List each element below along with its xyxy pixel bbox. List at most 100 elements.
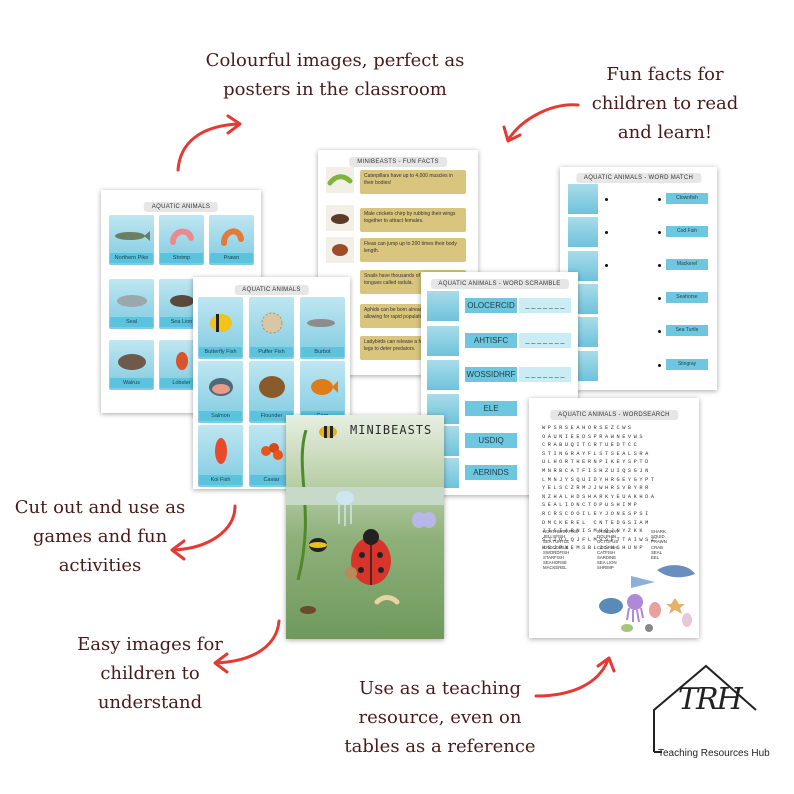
callout-line: activities <box>58 555 142 576</box>
word-item: SARDINE <box>597 555 617 561</box>
card-label: Walrus <box>110 378 153 388</box>
callout-line: Use as a teaching <box>358 678 522 699</box>
match-dot[interactable] <box>658 330 661 333</box>
answer-field[interactable]: _ _ _ _ _ _ _ <box>519 367 571 382</box>
flounder-icon <box>258 376 285 399</box>
walrus-icon <box>117 354 146 370</box>
word-item: SQUID <box>651 534 665 540</box>
animal-card[interactable]: Seal <box>109 279 154 329</box>
jellyfish-icon <box>336 491 354 526</box>
scrambled-word: AERINDS <box>465 465 517 480</box>
card-label: Salmon <box>199 411 242 421</box>
word-item: SEAL <box>651 549 662 555</box>
answer-field[interactable]: _ _ _ _ _ _ _ <box>519 298 571 313</box>
grid-row: LMNJYSQUIDYHRGEYGYPT <box>542 476 657 483</box>
word-item: CRAB <box>651 544 663 550</box>
scrambled-word: WOSSIDHRF <box>465 367 517 382</box>
grid-row: NZHALHDSHARKYEUAKHDA <box>542 493 657 500</box>
animal-card[interactable]: Puffer Fish <box>249 297 294 359</box>
animal-card[interactable]: Burbot <box>300 297 345 359</box>
koi-fish-icon <box>214 438 227 465</box>
animal-card[interactable]: Carp <box>300 361 345 423</box>
puffer-fish-icon <box>261 312 282 334</box>
water-band <box>286 487 444 505</box>
seahorse-icon <box>568 184 598 214</box>
callout-fun-facts: Fun facts for children to read and learn… <box>580 60 750 147</box>
logo-monogram: TRH <box>678 682 743 717</box>
word-list-col3: SHARK SQUID PRAWN CRAB SEAL EEL <box>651 529 667 560</box>
word-item: PRAWN <box>651 539 667 545</box>
wordsearch-grid[interactable]: WPSRSEAHORSEZCWS OAUNIEEDSPRAWNEVWS CRAB… <box>542 424 692 553</box>
callout-posters: Colourful images, perfect as posters in … <box>200 46 470 104</box>
card-label: Koi Fish <box>199 475 242 485</box>
grid-row: HSJPNEMSBLJSHSHUNP <box>542 545 646 552</box>
grid-row: OAUNIEEDSPRAWNEVWS <box>542 433 646 440</box>
shrimp-icon <box>169 228 194 245</box>
callout-line: children to read <box>591 93 739 114</box>
fact-item: Fleas can jump up to 200 times their bod… <box>360 238 466 262</box>
prawn-icon <box>220 228 244 246</box>
burbot-icon <box>306 319 335 328</box>
card-label: Shrimp <box>160 253 203 263</box>
word-item: COD FISH <box>597 544 618 550</box>
match-dot[interactable] <box>605 198 608 201</box>
animal-card[interactable]: Butterfly Fish <box>198 297 243 359</box>
match-dot[interactable] <box>658 198 661 201</box>
card-label: Sea Lion <box>160 317 203 327</box>
grid-row: SEALIONCTOPUSHIMP <box>542 502 640 509</box>
callout-line: understand <box>97 692 203 713</box>
match-name: Mackerel <box>666 259 708 270</box>
flea-icon <box>326 237 354 263</box>
match-dot[interactable] <box>658 231 661 234</box>
grid-row: DMCKEREL CNTEDGSIAM <box>542 519 651 526</box>
salmon-icon <box>208 378 233 397</box>
scrambled-word: AHTISFC <box>465 333 517 348</box>
match-dot[interactable] <box>658 364 661 367</box>
caterpillar-icon <box>326 167 354 193</box>
card-label: Flounder <box>250 411 293 421</box>
animal-card[interactable]: Walrus <box>109 340 154 390</box>
sheet-title: AQUATIC ANIMALS - WORDSEARCH <box>550 410 678 420</box>
callout-line: and learn! <box>617 122 713 143</box>
callout-line: posters in the classroom <box>223 79 447 100</box>
grid-row: JISIARNISMUQJNYZKK <box>542 528 646 535</box>
grid-row: CRABUQITCRTUEDTCC <box>542 442 640 449</box>
bumblebee-icon <box>309 538 327 552</box>
match-name: Seahorse <box>666 292 708 303</box>
callout-line: resource, even on <box>358 707 522 728</box>
butterfly-icon <box>412 512 436 528</box>
animal-card[interactable]: Salmon <box>198 361 243 423</box>
lobster-icon <box>175 352 188 370</box>
animal-card[interactable]: Flounder <box>249 361 294 423</box>
ladybird-icon <box>351 529 391 585</box>
answer-field[interactable]: _ _ _ _ _ _ _ <box>519 333 571 348</box>
animal-card[interactable]: Koi Fish <box>198 425 243 487</box>
callout-easy-images: Easy images for children to understand <box>55 630 245 717</box>
sheet-title: AQUATIC ANIMALS - WORD SCRAMBLE <box>430 279 569 289</box>
grid-row: RCRSCOOILEYJONESPSI <box>542 510 651 517</box>
minibeasts-cover: MINIBEASTS <box>286 415 444 639</box>
grid-row: WPSRSEAHORSEZCWS <box>542 425 634 431</box>
grid-row: STINGRAYFLSTSEALSRA <box>542 450 651 457</box>
curved-arrow-icon <box>213 619 281 674</box>
bee-icon <box>319 426 337 438</box>
callout-line: Colourful images, perfect as <box>205 50 465 71</box>
fact-item: Caterpillars have up to 4,000 muscles in… <box>360 170 466 194</box>
cover-title: MINIBEASTS <box>350 423 433 437</box>
carp-icon <box>310 379 338 396</box>
animal-card[interactable]: Shrimp <box>159 215 204 265</box>
word-item: SHARK <box>651 529 666 534</box>
match-dot[interactable] <box>605 231 608 234</box>
match-dot[interactable] <box>658 264 661 267</box>
word-item: SEAHORSE <box>543 560 567 566</box>
callout-line: games and fun <box>32 526 168 547</box>
card-label: Burbot <box>301 347 344 357</box>
scrambled-word: ELE <box>465 401 517 416</box>
word-item: CATFISH <box>597 549 616 555</box>
animal-card[interactable]: Northern Pike <box>109 215 154 265</box>
word-item: EEL <box>651 555 660 561</box>
match-dot[interactable] <box>605 264 608 267</box>
animal-card[interactable]: Prawn <box>209 215 254 265</box>
match-dot[interactable] <box>658 297 661 300</box>
word-item: MACKEREL <box>543 565 567 571</box>
